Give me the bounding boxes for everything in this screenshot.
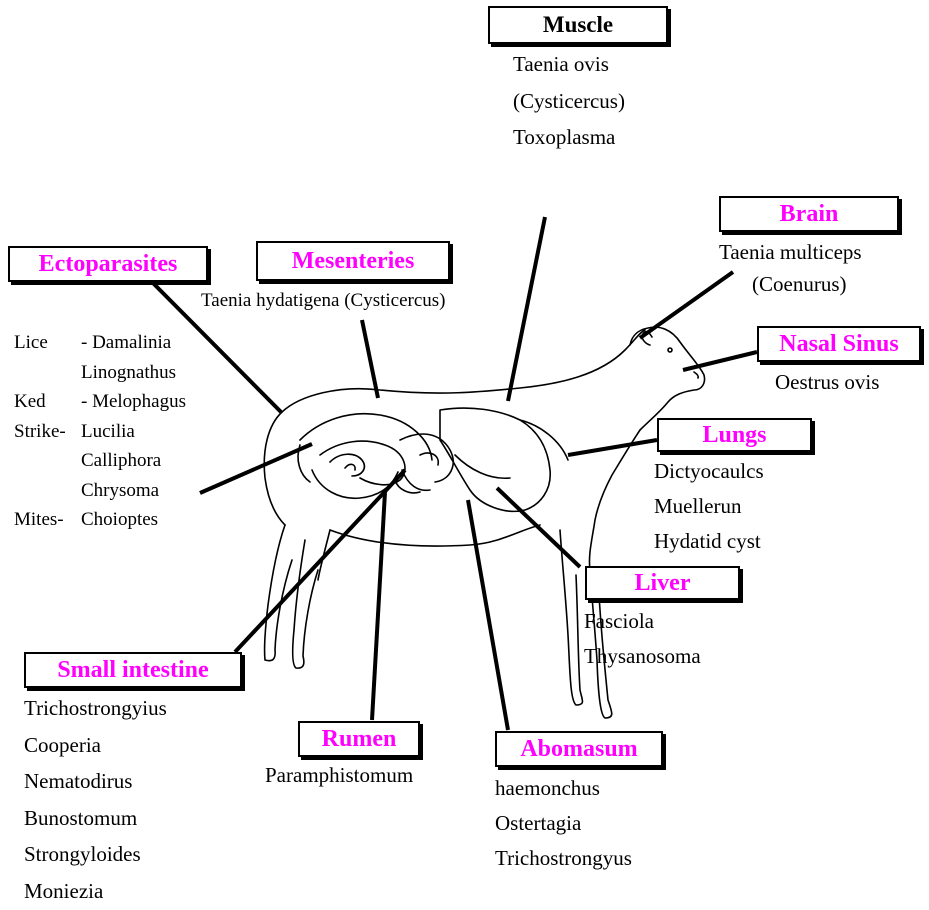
small-intestine-parasite-list: Trichostrongyius Cooperia Nematodirus Bu… bbox=[24, 690, 167, 909]
nasal-leader-line bbox=[682, 350, 758, 372]
liver-parasite-list: Fasciola Thysanosoma bbox=[584, 604, 701, 674]
list-item: Trichostrongyus bbox=[495, 846, 632, 870]
abomasum-label: Abomasum bbox=[495, 731, 663, 767]
list-item: Muellerun bbox=[654, 494, 742, 518]
abomasum-leader-line bbox=[466, 499, 510, 731]
small-intestine-label: Small intestine bbox=[24, 652, 242, 688]
list-item: Mites-Choioptes bbox=[14, 509, 159, 530]
brain-leader-line bbox=[638, 270, 735, 340]
rumen-leader-line bbox=[370, 491, 387, 721]
list-item: Cooperia bbox=[24, 732, 101, 757]
list-item: Strike-Lucilia bbox=[14, 420, 135, 442]
list-item: haemonchus bbox=[495, 776, 600, 800]
list-item: Chrysoma bbox=[81, 479, 160, 501]
list-item: Ked- Melophagus bbox=[14, 391, 187, 412]
lungs-label: Lungs bbox=[657, 418, 812, 452]
brain-parasite-1: Taenia multiceps bbox=[719, 240, 862, 264]
mesenteries-leader-line bbox=[360, 319, 380, 399]
leader-lines bbox=[148, 216, 758, 731]
liver-label: Liver bbox=[585, 566, 740, 600]
ectoparasite-list: Lice- Damalinia Linognathus Ked- Melopha… bbox=[14, 328, 186, 535]
list-item: Ostertagia bbox=[495, 811, 582, 835]
lungs-leader-line bbox=[567, 438, 658, 457]
ecto-leader-line-2 bbox=[199, 442, 313, 495]
list-item: Taenia ovis bbox=[513, 52, 609, 76]
list-item: Moniezia bbox=[24, 878, 104, 903]
mesenteries-parasite: Taenia hydatigena (Cysticercus) bbox=[201, 290, 446, 311]
rumen-parasite: Paramphistomum bbox=[265, 763, 414, 787]
small-intestine-leader-line bbox=[233, 468, 407, 654]
brain-label: Brain bbox=[719, 196, 899, 232]
list-item: Thysanosoma bbox=[584, 644, 701, 668]
list-item: Strongyloides bbox=[24, 842, 141, 866]
muscle-parasite-list: Taenia ovis (Cysticercus) Toxoplasma bbox=[513, 46, 625, 156]
list-item: Hydatid cyst bbox=[654, 529, 761, 553]
abomasum-parasite-list: haemonchus Ostertagia Trichostrongyus bbox=[495, 771, 632, 876]
nasal-sinus-parasite: Oestrus ovis bbox=[775, 370, 880, 394]
list-item: Fasciola bbox=[584, 609, 654, 633]
brain-parasite-2: (Coenurus) bbox=[752, 272, 847, 296]
list-item: (Cysticercus) bbox=[513, 88, 625, 113]
list-item: Dictyocaulcs bbox=[654, 459, 764, 483]
list-item: Nematodirus bbox=[24, 769, 133, 793]
ecto-leader-line bbox=[148, 278, 283, 414]
muscle-leader-line bbox=[506, 216, 547, 402]
list-item: Bunostomum bbox=[24, 805, 138, 830]
mesenteries-label: Mesenteries bbox=[256, 241, 450, 281]
list-item: Linognathus bbox=[81, 361, 176, 383]
list-item: Toxoplasma bbox=[513, 125, 616, 149]
muscle-label: Muscle bbox=[488, 6, 668, 44]
list-item: Calliphora bbox=[81, 450, 162, 471]
list-item: Trichostrongyius bbox=[24, 696, 167, 720]
nasal-sinus-label: Nasal Sinus bbox=[757, 326, 921, 362]
list-item: Lice- Damalinia bbox=[14, 332, 172, 353]
rumen-label: Rumen bbox=[298, 721, 420, 757]
liver-leader-line bbox=[495, 486, 582, 569]
lungs-parasite-list: Dictyocaulcs Muellerun Hydatid cyst bbox=[654, 454, 764, 559]
ectoparasites-label: Ectoparasites bbox=[8, 246, 208, 282]
